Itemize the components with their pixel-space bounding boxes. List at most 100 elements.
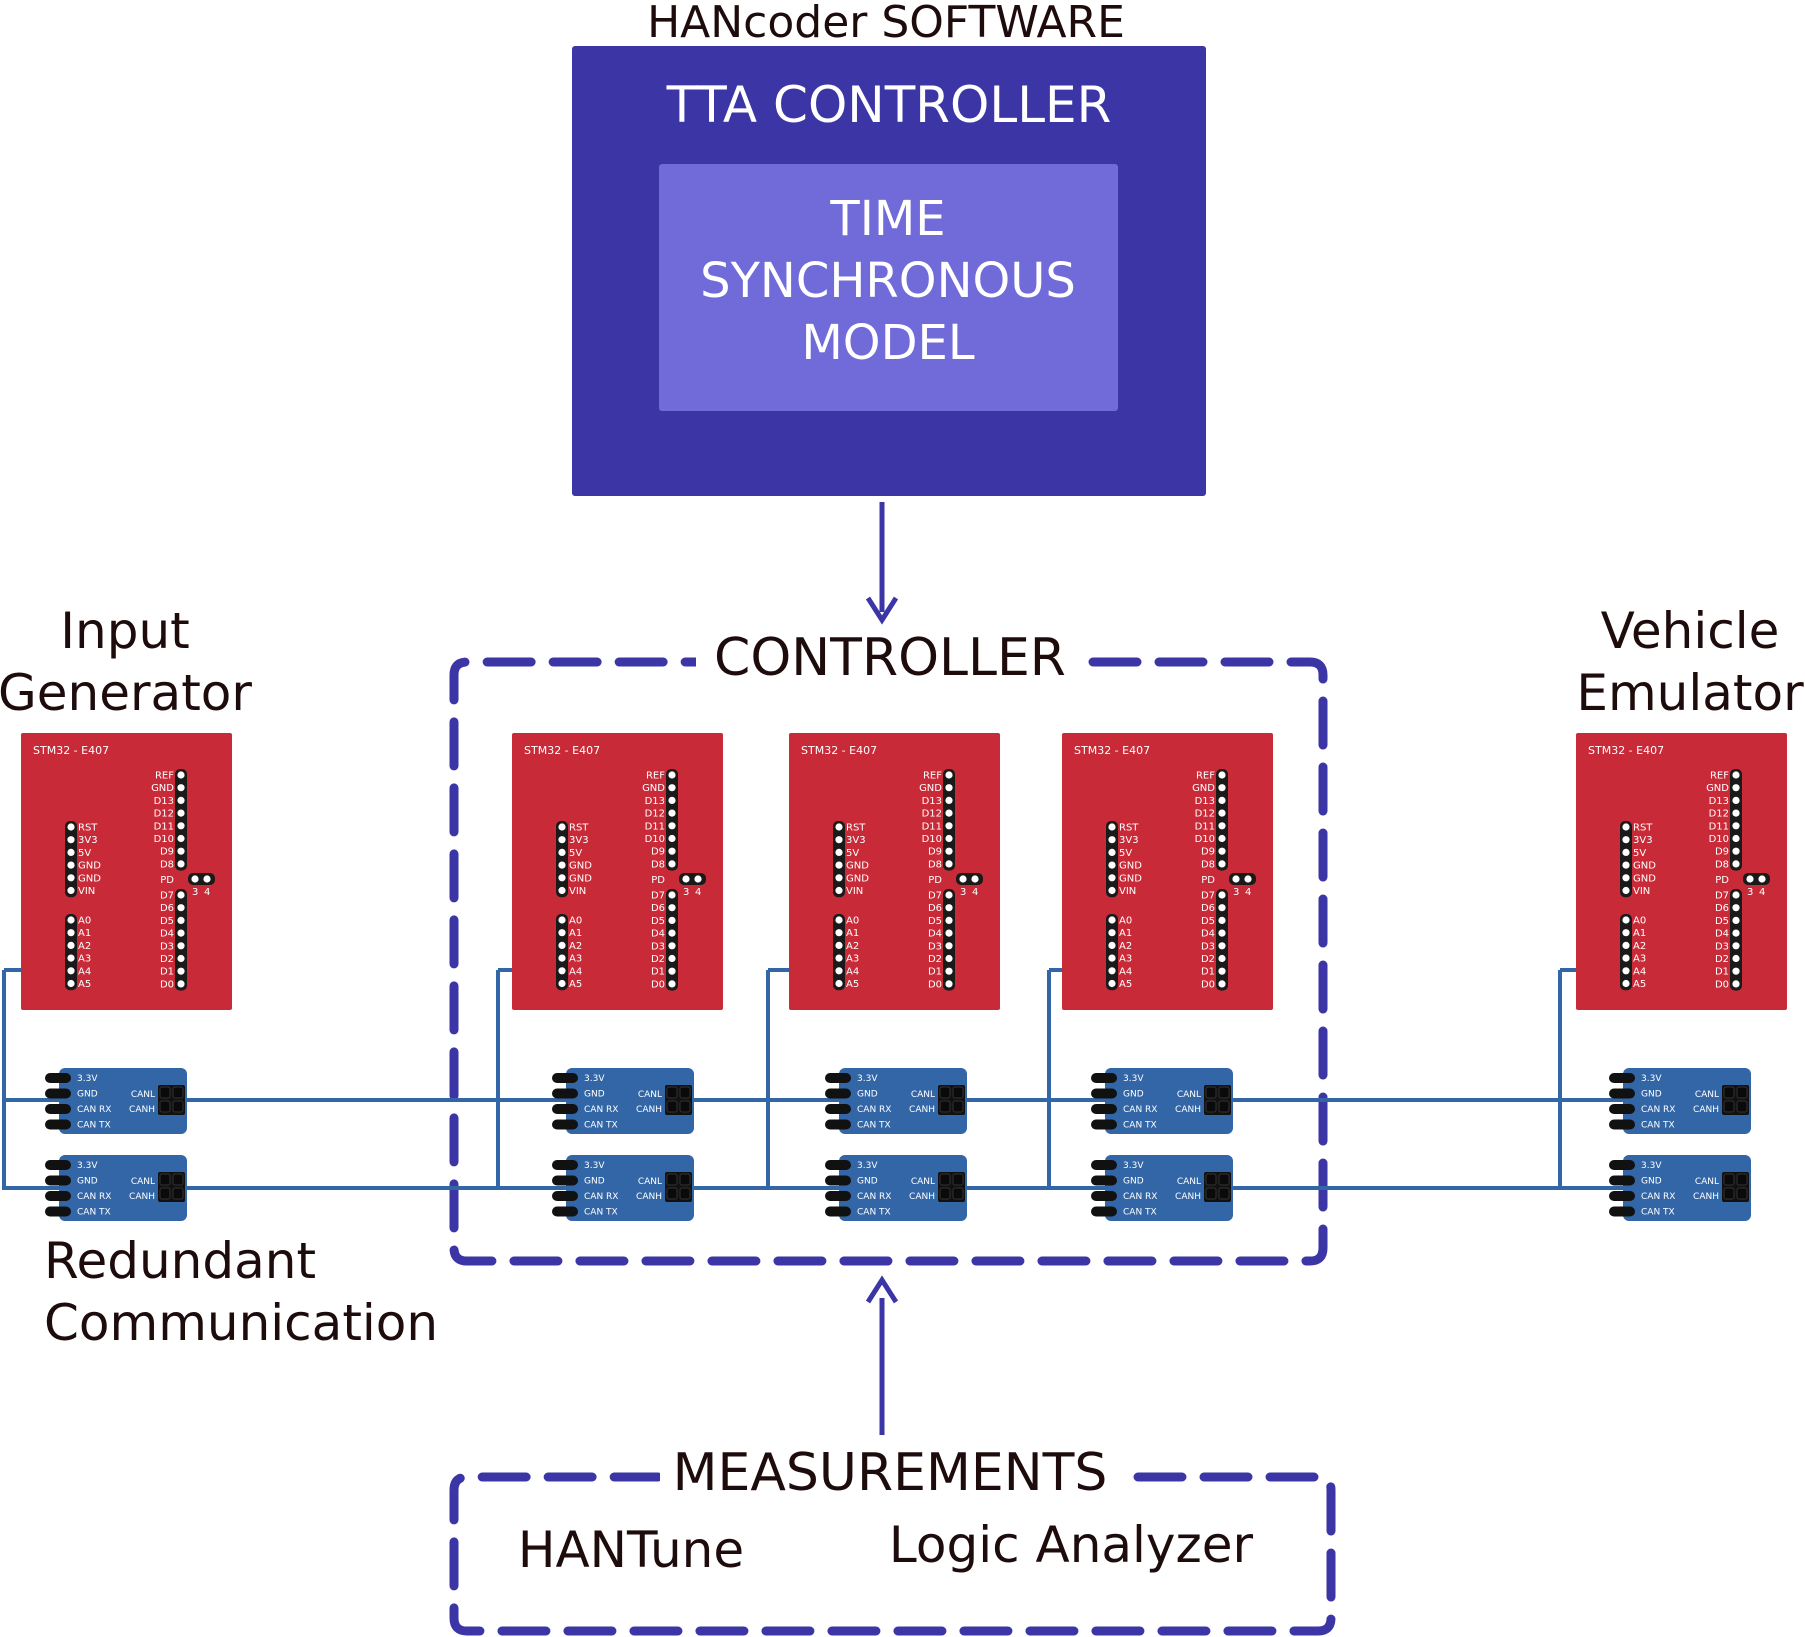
pin-label: D7 xyxy=(1201,891,1215,902)
header-pin xyxy=(1218,822,1226,830)
header-pin xyxy=(668,954,676,963)
pin-label: VIN xyxy=(569,886,586,897)
pin-label: D2 xyxy=(160,954,174,965)
pd-label: PD xyxy=(1715,875,1729,886)
header-pin xyxy=(668,822,676,830)
can-pin-label: GND xyxy=(584,1177,605,1187)
pin-label: RST xyxy=(78,823,98,834)
header-pin xyxy=(945,822,953,830)
can-pin-label: CAN RX xyxy=(584,1192,618,1202)
pin-label: GND xyxy=(78,861,101,872)
can-terminal xyxy=(1736,1187,1748,1200)
can-terminal xyxy=(1736,1100,1748,1113)
pin-label: D11 xyxy=(645,821,665,832)
pin-label: A2 xyxy=(846,941,859,952)
can-terminal xyxy=(1218,1173,1230,1186)
pin-label: A2 xyxy=(1119,941,1132,952)
header-pin xyxy=(668,929,676,937)
pin-label: D10 xyxy=(922,834,942,845)
can-terminal-label: CANL xyxy=(1177,1177,1201,1187)
header-pin xyxy=(67,979,75,988)
header-pin xyxy=(1218,929,1226,937)
pin-label: D3 xyxy=(1715,941,1729,952)
pin-label: RST xyxy=(846,823,866,834)
header-pin xyxy=(1732,916,1740,925)
header-pin xyxy=(668,834,676,843)
can-pin-label: 3.3V xyxy=(857,1074,878,1084)
can-pin xyxy=(552,1088,578,1099)
pin-label: D5 xyxy=(928,916,942,927)
pin-label: A4 xyxy=(569,966,582,977)
can-body xyxy=(59,1155,187,1221)
pd-number: 4 xyxy=(204,887,210,898)
can-body xyxy=(1105,1068,1233,1134)
can-pin xyxy=(45,1160,71,1170)
pin-label: VIN xyxy=(1633,886,1650,897)
header-pin xyxy=(67,916,75,924)
pin-label: 5V xyxy=(78,848,91,859)
can-terminal xyxy=(159,1187,171,1200)
header-pin xyxy=(835,836,843,844)
pin-label: A1 xyxy=(1633,928,1646,939)
header-pin xyxy=(1732,860,1740,868)
can-terminal xyxy=(679,1173,691,1186)
pin-label: 3V3 xyxy=(846,835,866,846)
header-strip xyxy=(666,769,678,871)
header-pin xyxy=(945,942,953,950)
measurements-label: MEASUREMENTS xyxy=(673,1443,1108,1503)
can-pin-label: GND xyxy=(1641,1090,1662,1100)
can-pin xyxy=(45,1088,71,1099)
can-terminal-label: CANH xyxy=(636,1105,662,1115)
can-terminal xyxy=(952,1187,964,1200)
measurements-dashed-border xyxy=(449,1472,1336,1636)
header-pin xyxy=(1622,874,1630,882)
pin-label: D1 xyxy=(160,967,174,978)
can-pin xyxy=(825,1088,851,1099)
can-pin xyxy=(552,1119,578,1130)
header-pin xyxy=(1732,847,1740,855)
can-terminal-label: CANL xyxy=(911,1090,935,1100)
pin-label: D9 xyxy=(1715,847,1729,858)
pin-label: D12 xyxy=(1195,809,1215,820)
pin-label: D1 xyxy=(1201,967,1215,978)
can-pin-label: CAN RX xyxy=(77,1105,111,1115)
can-body xyxy=(566,1155,694,1221)
pd-number: 4 xyxy=(1245,887,1251,898)
pin-label: D6 xyxy=(160,903,174,914)
pin-label: A2 xyxy=(78,941,91,952)
header-pin xyxy=(945,796,953,805)
header-strip xyxy=(943,769,955,871)
pin-label: D12 xyxy=(922,809,942,820)
pin-label: GND xyxy=(1119,861,1142,872)
pin-label: REF xyxy=(923,771,942,782)
header-pin xyxy=(67,874,75,882)
header-pin xyxy=(558,967,566,975)
can-pin-label: 3.3V xyxy=(857,1161,878,1171)
header-pin xyxy=(1108,848,1116,857)
can-pin xyxy=(1609,1119,1635,1130)
pin-label: D0 xyxy=(1201,979,1215,990)
pd-pin xyxy=(694,875,702,883)
board-title: STM32 - E407 xyxy=(1588,744,1664,757)
header-strip xyxy=(1106,914,1118,991)
pin-label: D5 xyxy=(651,916,665,927)
pin-label: D6 xyxy=(928,903,942,914)
can-pin xyxy=(1609,1175,1635,1186)
model-line-2: SYNCHRONOUS xyxy=(700,253,1076,309)
header-pin xyxy=(835,916,843,924)
can-terminal-label: CANH xyxy=(129,1105,155,1115)
can-pin xyxy=(552,1175,578,1186)
header-pin xyxy=(1622,979,1630,988)
pin-label: D0 xyxy=(1715,979,1729,990)
can-pin xyxy=(45,1191,71,1201)
can-terminal xyxy=(172,1100,184,1113)
can-terminal-label: CANL xyxy=(638,1090,662,1100)
can-pin xyxy=(1609,1206,1635,1217)
header-pin xyxy=(945,929,953,937)
header-pin xyxy=(945,967,953,975)
header-pin xyxy=(1218,916,1226,925)
can-terminal xyxy=(1736,1173,1748,1186)
header-strip xyxy=(556,821,568,898)
header-pin xyxy=(1732,891,1740,899)
